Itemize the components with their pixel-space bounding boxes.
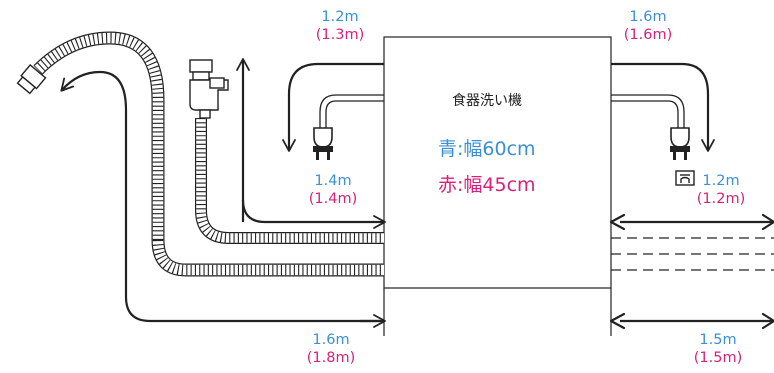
bottom-left-length-label: 1.6m (1.8m) — [296, 331, 366, 367]
height-arrow — [236, 58, 386, 229]
bottom-right-length-label: 1.5m (1.5m) — [683, 331, 753, 367]
blue-width-line: 青:幅60cm — [438, 134, 536, 161]
pink-width-prefix: 赤 — [438, 174, 458, 196]
machine-name: 食器洗い機 — [452, 93, 522, 109]
pink-width-colon: : — [457, 174, 464, 196]
bottom-left-blue-value: 1.6m — [312, 332, 350, 348]
drain-hose-icon — [16, 31, 384, 277]
top-right-blue-value: 1.6m — [629, 9, 667, 25]
outlet-icon — [675, 170, 695, 186]
plug-icon-right — [670, 127, 690, 160]
pink-width-line: 赤:幅45cm — [438, 170, 536, 197]
dishwasher-box — [383, 36, 612, 289]
top-right-length-label: 1.6m (1.6m) — [613, 8, 683, 44]
bottom-right-pink-value: (1.5m) — [693, 350, 743, 366]
left-power-cord — [282, 62, 384, 152]
blue-width-colon: : — [457, 138, 464, 160]
top-left-length-label: 1.2m (1.3m) — [305, 8, 375, 44]
right-extension-lines — [611, 237, 774, 271]
bottom-right-blue-value: 1.5m — [699, 332, 737, 348]
top-left-blue-value: 1.2m — [321, 9, 359, 25]
blue-width-value: 幅60cm — [463, 138, 536, 160]
mid-right-pink-value: (1.2m) — [696, 191, 746, 207]
plug-icon-left — [313, 127, 333, 160]
mid-left-pink-value: (1.4m) — [308, 191, 358, 207]
pink-width-value: 幅45cm — [463, 174, 536, 196]
mid-left-length-label: 1.4m (1.4m) — [298, 172, 368, 208]
drain-length-arrow — [60, 70, 386, 328]
water-hose-icon — [195, 118, 384, 244]
blue-width-prefix: 青 — [438, 138, 458, 160]
right-width-arrows — [609, 213, 774, 330]
box-bottom-guides — [383, 288, 612, 336]
mid-right-length-label: 1.2m (1.2m) — [686, 172, 756, 208]
mid-left-blue-value: 1.4m — [314, 173, 352, 189]
bottom-left-pink-value: (1.8m) — [306, 350, 356, 366]
right-power-cord — [611, 62, 715, 152]
top-left-pink-value: (1.3m) — [315, 27, 365, 43]
mid-right-blue-value: 1.2m — [702, 173, 740, 189]
top-right-pink-value: (1.6m) — [623, 27, 673, 43]
faucet-valve-icon — [189, 59, 229, 119]
